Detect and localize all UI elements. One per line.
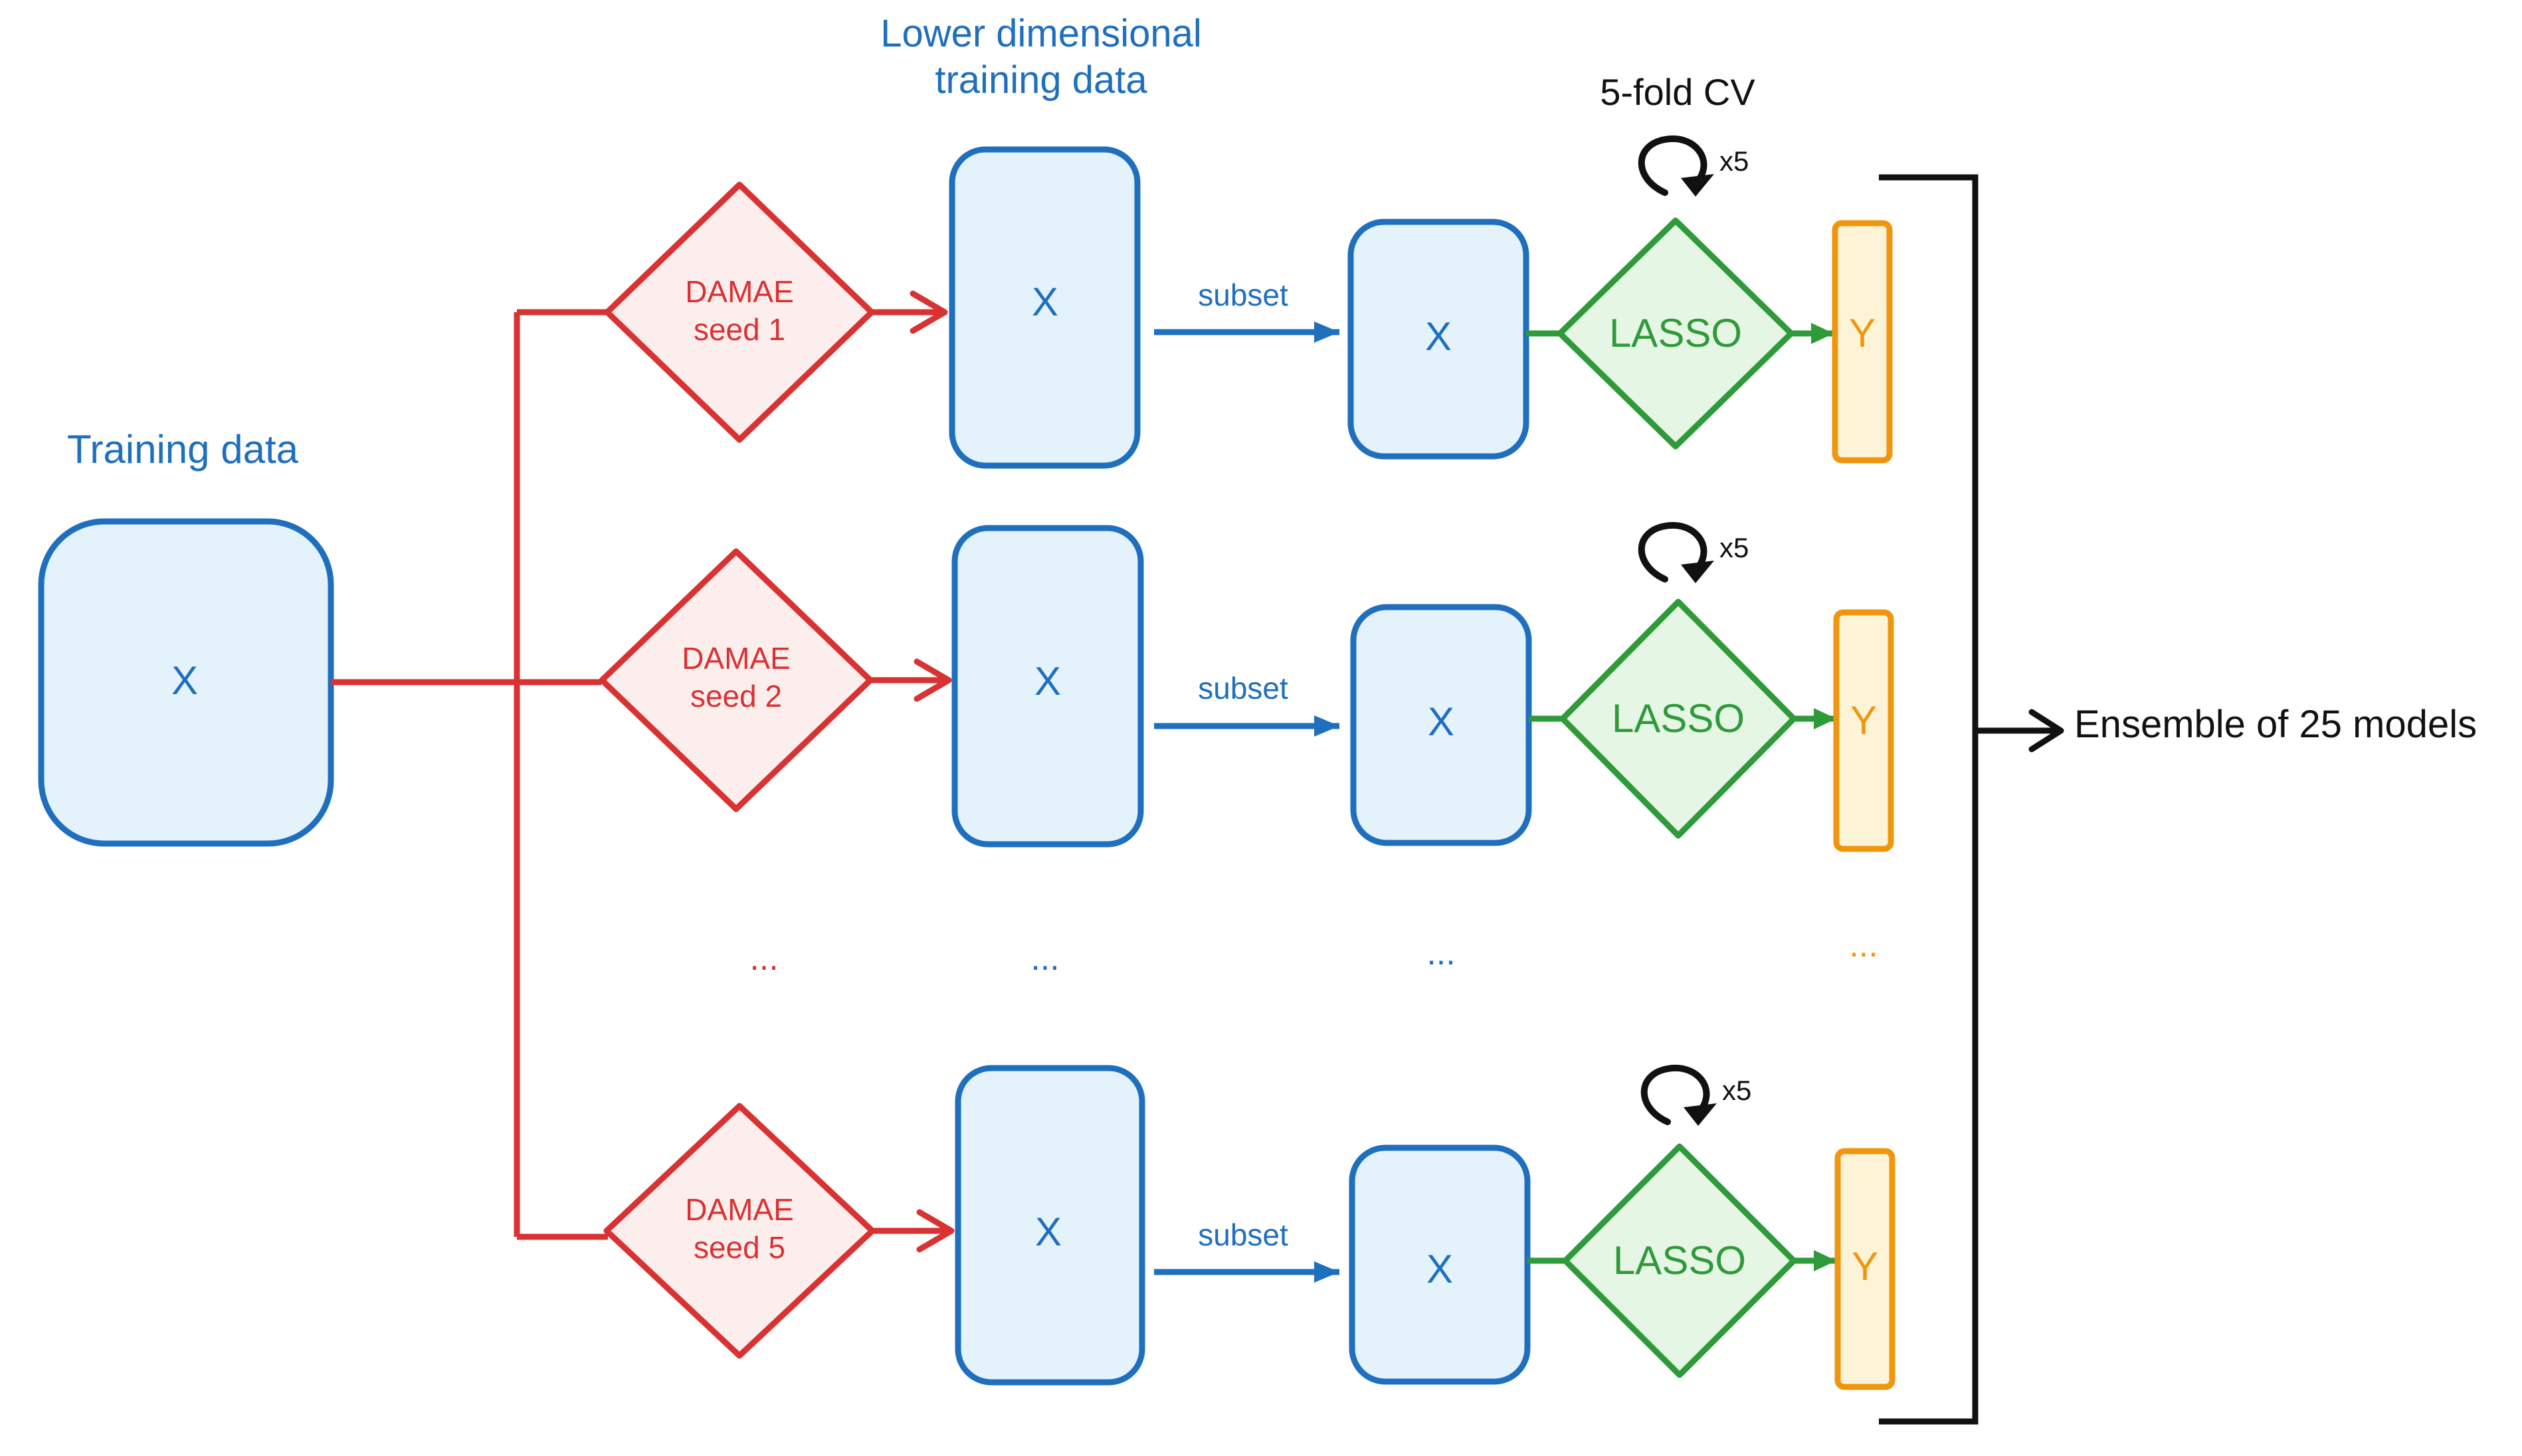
branch-connector	[331, 309, 608, 1240]
subset-edge-label-1: subset	[1198, 278, 1288, 312]
cv-loop-icon-5	[1640, 1064, 1710, 1125]
cv-loop-arrowhead-1	[1681, 174, 1714, 197]
input-node: X	[38, 518, 334, 847]
output-label-2: Y	[1850, 698, 1877, 743]
subset-label-1: X	[1425, 314, 1452, 359]
subset-node-5	[1349, 1144, 1531, 1385]
cv-loop-icon-2	[1638, 521, 1707, 583]
latent-label-2: X	[1034, 659, 1061, 703]
damae-label-2: DAMAE	[682, 641, 791, 676]
damae-ellipsis: ...	[749, 939, 778, 978]
damae-to-latent-arrow-1	[868, 290, 948, 334]
lasso-label-2: LASSO	[1612, 696, 1745, 741]
subset-node-1	[1347, 219, 1529, 460]
output-label-1: Y	[1849, 311, 1876, 355]
subset-label-5: X	[1426, 1247, 1453, 1291]
lasso-node-5	[1562, 1143, 1797, 1378]
output-label-5: Y	[1852, 1244, 1878, 1289]
latent-label-5: X	[1035, 1210, 1062, 1254]
damae-seed-1: seed 1	[694, 312, 785, 347]
input-node-label: X	[171, 658, 198, 703]
ensemble-bracket	[1879, 174, 2064, 1425]
latent-ellipsis: ...	[1030, 939, 1059, 978]
lasso-label-1: LASSO	[1609, 311, 1742, 355]
latent-node-2	[951, 525, 1144, 848]
cv-loop-arrowhead-5	[1684, 1103, 1717, 1126]
output-ellipsis: ...	[1849, 926, 1878, 964]
lower-dim-header-line2: training data	[935, 58, 1147, 102]
damae-seed-5: seed 5	[694, 1230, 785, 1265]
cv-loop-label-1: x5	[1719, 145, 1749, 177]
latent-node-5	[955, 1065, 1145, 1386]
cv-loop-label-5: x5	[1722, 1075, 1751, 1106]
latent-label-1: X	[1032, 280, 1058, 324]
damae-to-latent-arrow-5	[869, 1209, 955, 1253]
damae-node-5	[603, 1103, 876, 1359]
subset-ellipsis: ...	[1426, 934, 1455, 972]
output-node-2	[1833, 609, 1894, 852]
latent-node-1	[949, 146, 1141, 469]
output-node-1	[1832, 220, 1893, 464]
damae-seed-2: seed 2	[690, 679, 782, 713]
lasso-node-1	[1557, 217, 1794, 450]
subset-edge-label-5: subset	[1198, 1218, 1288, 1252]
lower-dim-header-line1: Lower dimensional	[880, 12, 1202, 55]
damae-label-5: DAMAE	[685, 1192, 794, 1227]
damae-node-2	[599, 548, 874, 812]
lasso-node-2	[1559, 598, 1797, 839]
training-data-header: Training data	[67, 427, 299, 472]
subset-edge-label-2: subset	[1198, 671, 1288, 705]
pipeline-row-2: DAMAE seed 2 X subset X LASSO Y x5	[599, 521, 1894, 852]
ellipsis-row: ... ... ... ...	[749, 926, 1878, 978]
cv-loop-icon-1	[1638, 135, 1707, 196]
cv-header: 5-fold CV	[1600, 71, 1755, 113]
subset-node-2	[1350, 604, 1532, 846]
output-node-5	[1834, 1148, 1895, 1390]
damae-label-1: DAMAE	[685, 274, 794, 309]
cv-loop-arrowhead-2	[1681, 561, 1714, 583]
pipeline-row-5: DAMAE seed 5 X subset X LASSO Y x5	[603, 1064, 1895, 1390]
cv-loop-label-2: x5	[1719, 532, 1749, 563]
ensemble-label: Ensemble of 25 models	[2074, 703, 2477, 746]
lasso-label-5: LASSO	[1613, 1238, 1746, 1283]
damae-node-1	[604, 181, 875, 443]
damae-to-latent-arrow-2	[867, 658, 952, 702]
subset-label-2: X	[1428, 699, 1454, 744]
pipeline-row-1: DAMAE seed 1 X subset X LASSO Y x5	[604, 135, 1893, 469]
